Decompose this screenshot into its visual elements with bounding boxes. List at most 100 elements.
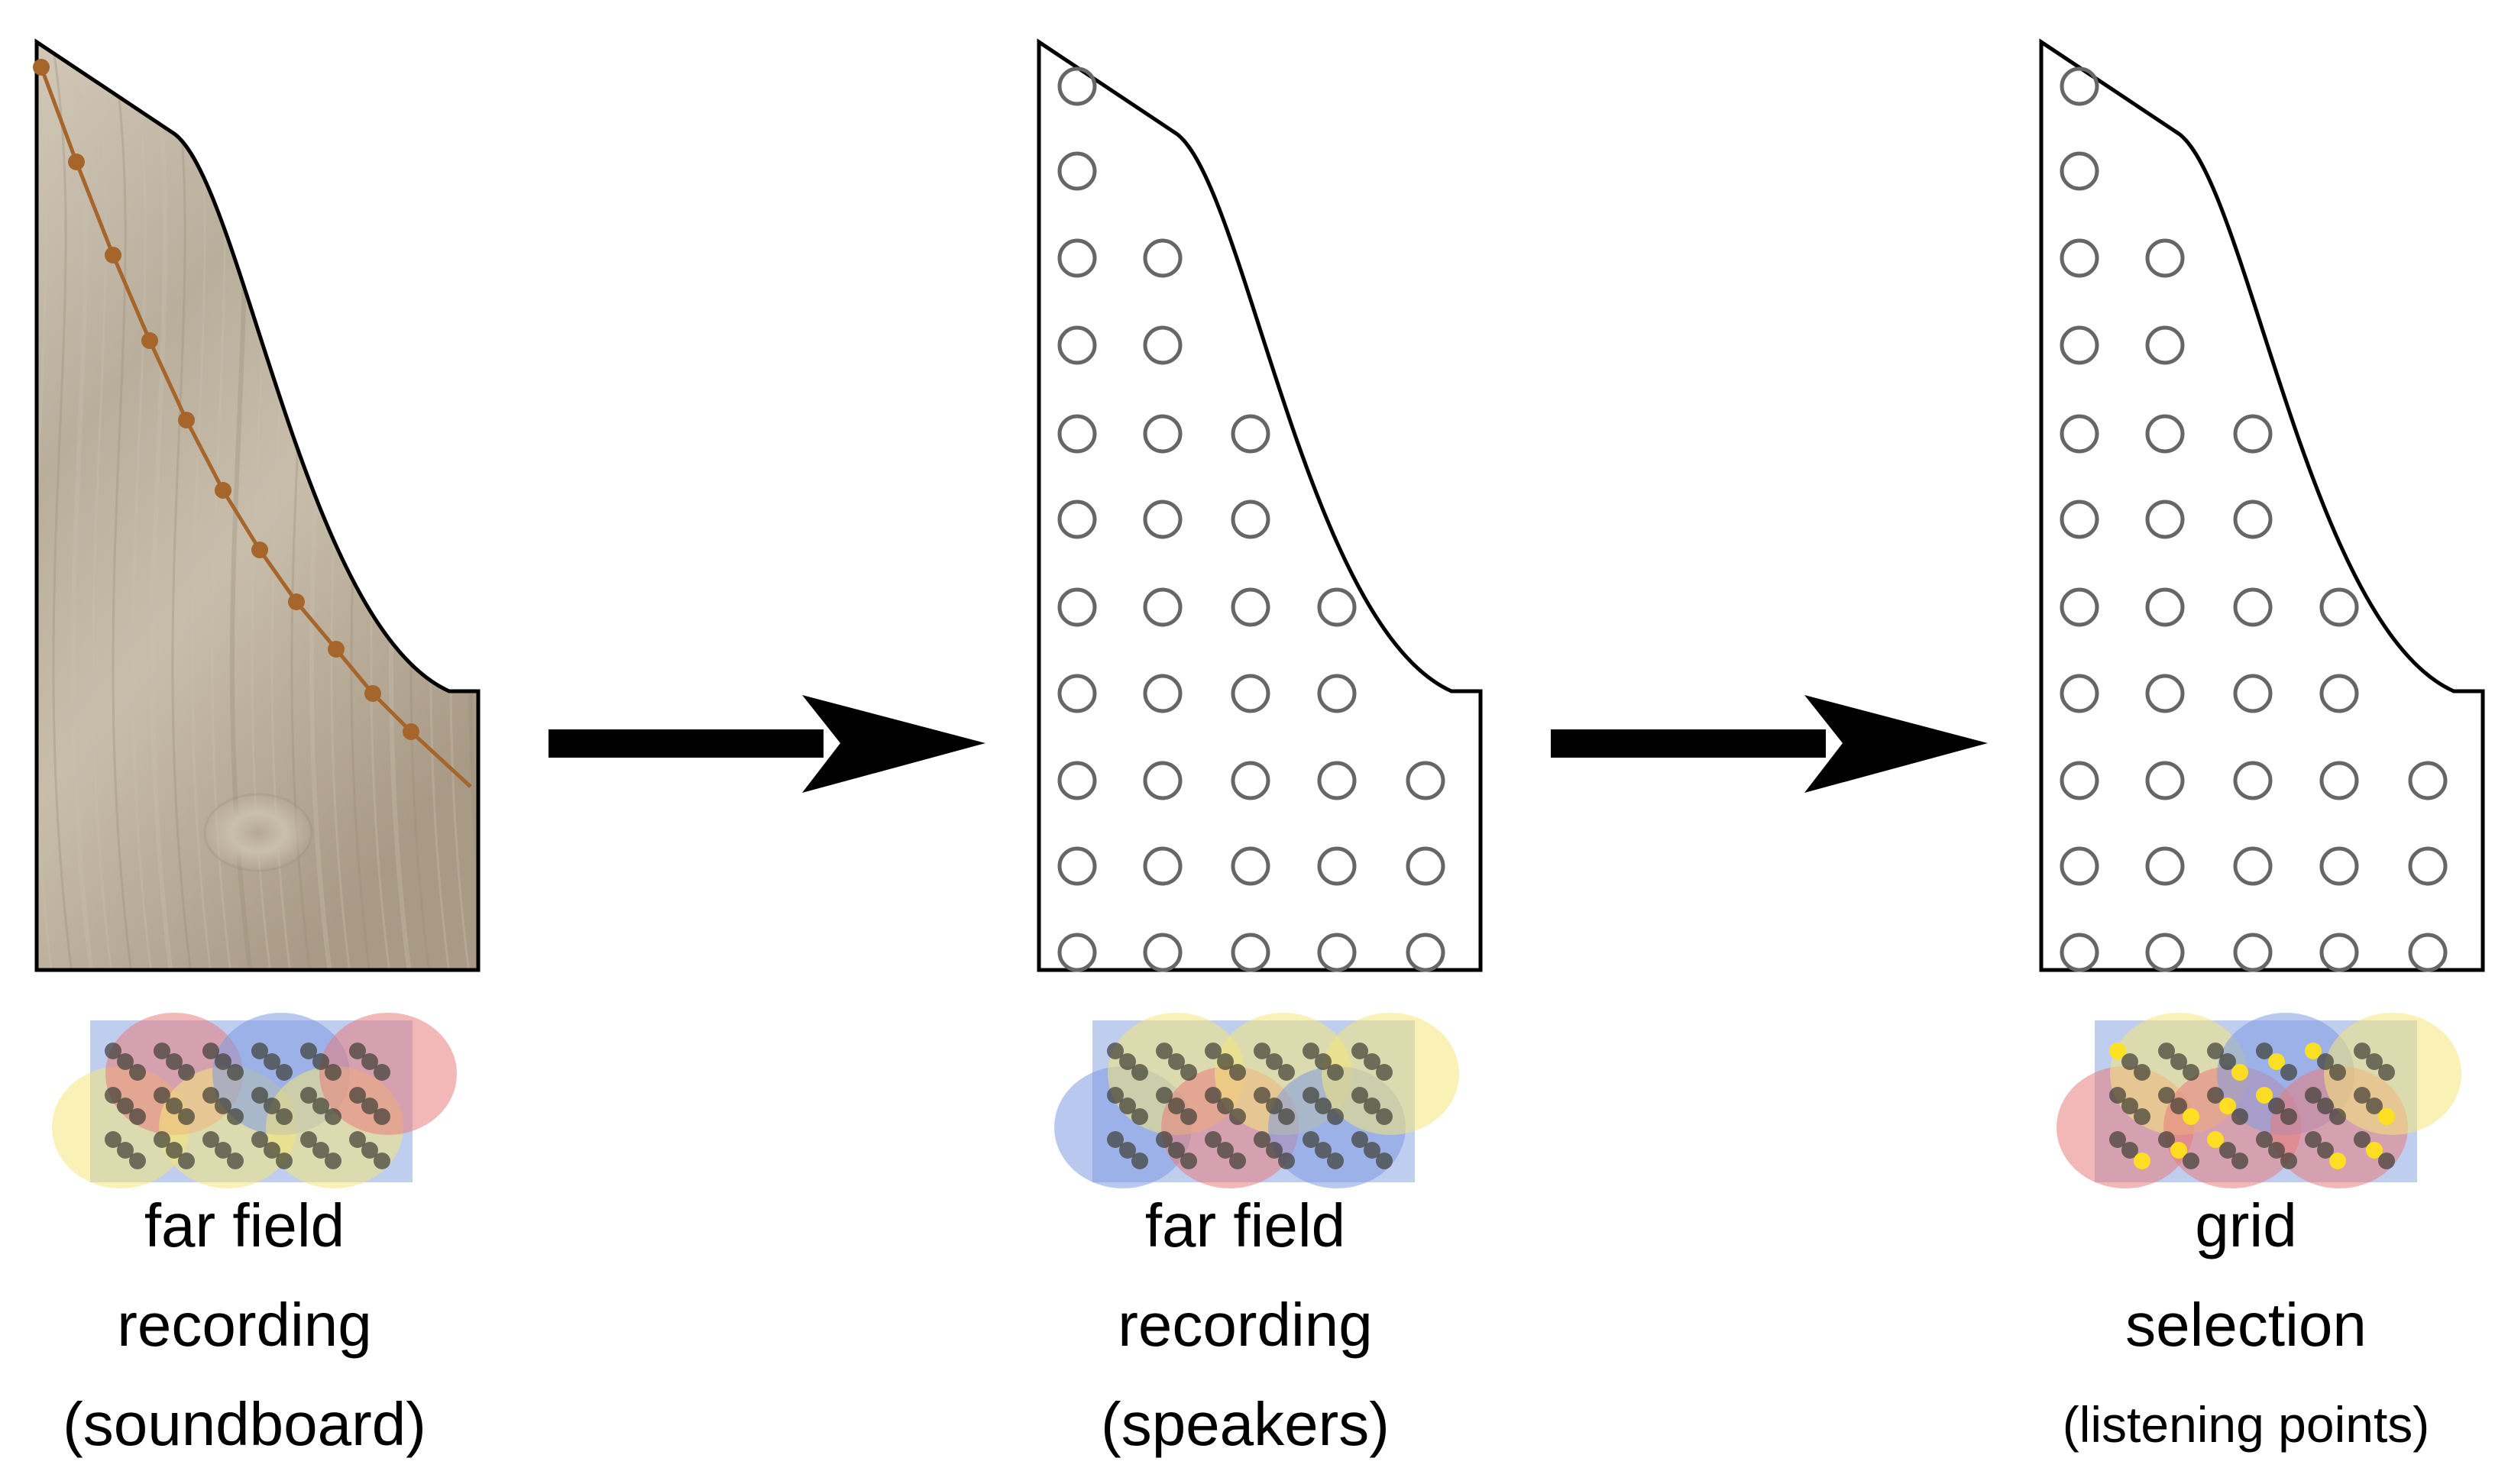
heatmap-dot (1119, 1142, 1136, 1159)
grid-point (1143, 674, 1183, 713)
heatmap-dot (1229, 1153, 1246, 1169)
grid-point (2145, 325, 2185, 365)
heatmap-dot (1217, 1098, 1234, 1114)
heatmap-dot (1278, 1153, 1295, 1169)
bridge-point (141, 332, 158, 349)
arrow-right-icon (1551, 695, 1988, 793)
heatmap-dot (1229, 1108, 1246, 1125)
grid-point (2060, 325, 2099, 365)
heatmap-dot (2170, 1142, 2187, 1159)
caption-grid: grid selection (listening points) (2002, 1176, 2490, 1474)
heatmap-dot (215, 1053, 231, 1070)
heatmap-dot (166, 1053, 183, 1070)
heatmap-dot (2231, 1108, 2248, 1125)
heatmaps-layer (52, 1013, 2461, 1188)
heatmap-dot (2317, 1053, 2334, 1070)
heatmap-dot (129, 1108, 146, 1125)
bridge-point (364, 685, 381, 702)
grid-point (1317, 933, 1357, 972)
grid-point (2408, 933, 2448, 972)
grid-point (1057, 414, 1097, 454)
heatmap-dot (2378, 1064, 2395, 1081)
heatmap-dot (227, 1153, 244, 1169)
heatmap-dot (374, 1064, 390, 1081)
grid-point (2233, 933, 2273, 972)
grid-point (2060, 238, 2099, 278)
heatmap-dot (349, 1043, 366, 1059)
heatmap-dot (117, 1142, 134, 1159)
grid-point (2319, 674, 2359, 713)
heatmap-dot (2378, 1108, 2395, 1125)
heatmap-dot (178, 1064, 195, 1081)
caption-line: far field (144, 1191, 345, 1259)
bridge-point (215, 482, 231, 499)
heatmap-dot (325, 1064, 341, 1081)
grid-point (1057, 500, 1097, 539)
bridge-point (251, 542, 268, 558)
heatmap-dot (2378, 1153, 2395, 1169)
heatmap-dot (2268, 1142, 2285, 1159)
bridge-point (288, 593, 305, 610)
heatmap-dot (2109, 1087, 2126, 1104)
grid-point (2060, 414, 2099, 454)
heatmap-dot (2256, 1087, 2273, 1104)
heatmap-dot (1351, 1043, 1368, 1059)
heatmap-dot (1303, 1043, 1319, 1059)
heatmap-dot (1254, 1131, 1270, 1148)
heatmap-dot (227, 1064, 244, 1081)
heatmap-dot (1107, 1043, 1124, 1059)
bridge-point (328, 641, 345, 658)
heatmap-dot (1327, 1153, 1344, 1169)
grid-point (1057, 846, 1097, 886)
heatmap-dot (349, 1087, 366, 1104)
grid-point (1143, 414, 1183, 454)
heatmap-dot (276, 1064, 293, 1081)
grid-point (1057, 761, 1097, 800)
heatmap-dot (251, 1043, 268, 1059)
heatmap-dot (2231, 1153, 2248, 1169)
grid-point (1057, 151, 1097, 191)
heatmap-dot (2109, 1043, 2126, 1059)
caption-speakers: far field recording (speakers) (1024, 1176, 1467, 1474)
heatmap-dot (129, 1153, 146, 1169)
heatmap-dot (2231, 1064, 2248, 1081)
heatmap-dot (2207, 1043, 2224, 1059)
heatmap-dot (1217, 1053, 1234, 1070)
heatmap-dot (2158, 1043, 2175, 1059)
heatmap-dot (1351, 1131, 1368, 1148)
heatmap-dot (2280, 1108, 2297, 1125)
grid-point (1406, 846, 1445, 886)
heatmap-dot (129, 1064, 146, 1081)
heatmap-dot (105, 1131, 121, 1148)
bridge-point (33, 59, 50, 76)
heatmap-dot (227, 1108, 244, 1125)
heatmap-dot (2268, 1053, 2285, 1070)
wood-grain-line (11, 31, 34, 985)
heatmap-dot (2183, 1064, 2199, 1081)
grid-point (1317, 587, 1357, 627)
bridge-path (39, 66, 472, 788)
heatmap-thumbnail (52, 1013, 457, 1188)
heatmap-dot (361, 1098, 378, 1114)
heatmap-dot (1156, 1087, 1173, 1104)
heatmap-dot (2183, 1153, 2199, 1169)
grid-point (2233, 846, 2273, 886)
wood-knot (203, 793, 313, 872)
heatmap-dot (2158, 1087, 2175, 1104)
heatmap-thumbnail (1054, 1013, 1459, 1188)
grid-point (2145, 846, 2185, 886)
grid-point (2145, 500, 2185, 539)
heatmap-dot (2305, 1087, 2322, 1104)
heatmap-dot (1266, 1053, 1283, 1070)
grid-point (2233, 414, 2273, 454)
grid-point (1143, 933, 1183, 972)
caption-line: recording (117, 1291, 372, 1359)
heatmap-dot (325, 1108, 341, 1125)
grid-point (2145, 587, 2185, 627)
grid-point (1057, 66, 1097, 106)
heatmap-dot (202, 1043, 219, 1059)
grid-point (2060, 846, 2099, 886)
panels-layer (11, 31, 2485, 985)
heatmap-dot (1156, 1131, 1173, 1148)
